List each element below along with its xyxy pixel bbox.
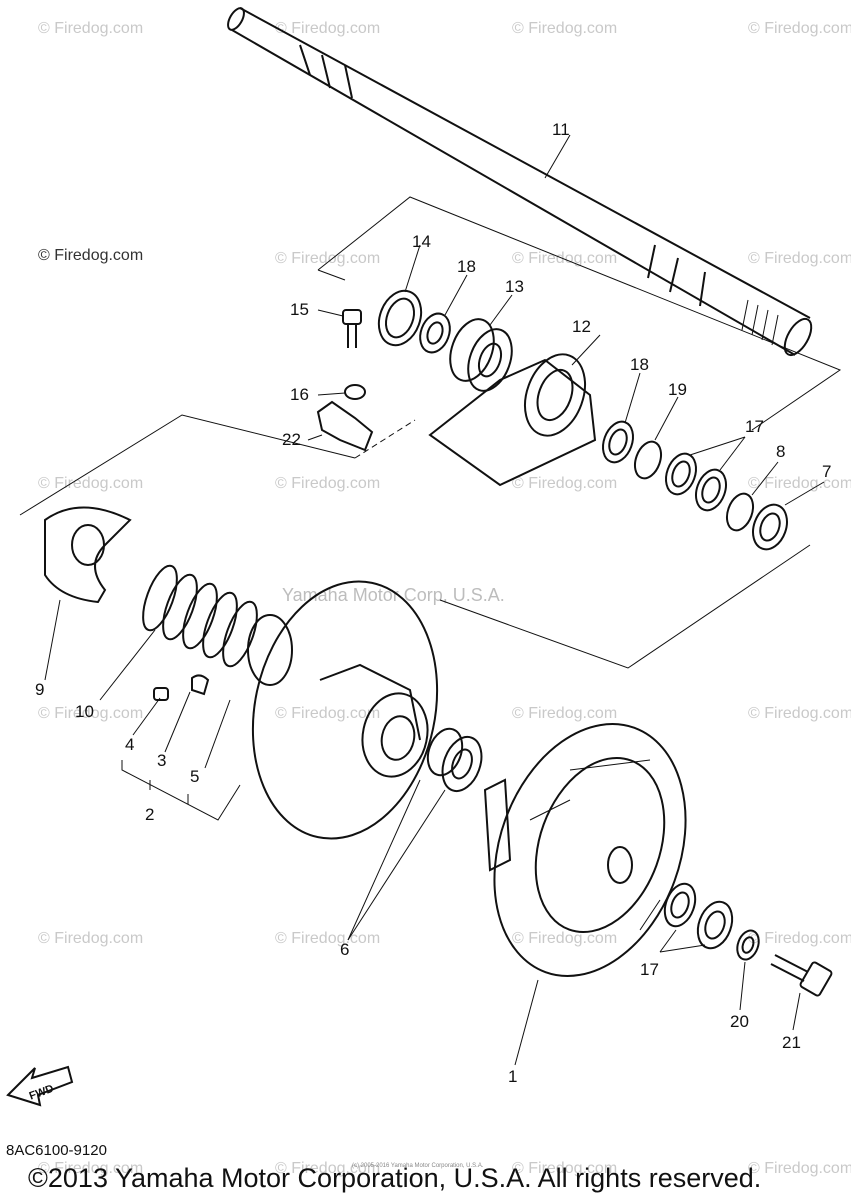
watermark: © Firedog.com <box>748 250 851 267</box>
part-label: 14 <box>412 232 431 251</box>
part-label: 22 <box>282 430 301 449</box>
part-label: 12 <box>572 317 591 336</box>
part-label: 5 <box>190 767 199 786</box>
watermark: © Firedog.com <box>512 475 618 492</box>
part-label: 20 <box>730 1012 749 1031</box>
part-label: 7 <box>822 462 831 481</box>
part-label: 21 <box>782 1033 801 1052</box>
fwd-arrow-icon <box>6 1065 74 1107</box>
watermark: © Firedog.com <box>275 475 381 492</box>
watermark: © Firedog.com <box>275 250 381 267</box>
tiny-copyright: (c) 2005-2016 Yamaha Motor Corporation, … <box>352 1163 484 1169</box>
cam-part-9 <box>44 506 132 604</box>
watermark: © Firedog.com <box>748 1160 851 1177</box>
part-label: 4 <box>125 735 134 754</box>
diagram-code: 8AC6100-9120 <box>6 1142 107 1159</box>
part-label: 16 <box>290 385 309 404</box>
watermark: © Firedog.com <box>512 250 618 267</box>
watermark: © Firedog.com <box>38 20 144 37</box>
circlip-part-14 <box>377 289 423 347</box>
copyright-small: © Firedog.com <box>38 247 144 264</box>
watermark: © Firedog.com <box>512 705 618 722</box>
part-label: 3 <box>157 751 166 770</box>
part-label: 10 <box>75 702 94 721</box>
part-label: 6 <box>340 940 349 959</box>
watermark: © Firedog.com <box>38 705 144 722</box>
part-label: 9 <box>35 680 44 699</box>
watermark: © Firedog.com <box>38 1160 144 1177</box>
part-label: 8 <box>776 442 785 461</box>
watermark: © Firedog.com <box>748 20 851 37</box>
part-label: 2 <box>145 805 154 824</box>
part-label: 18 <box>457 257 476 276</box>
fwd-label: FWD <box>28 1083 56 1103</box>
part-label: 17 <box>745 417 764 436</box>
part-label: 13 <box>505 277 524 296</box>
watermark: © Firedog.com <box>748 475 851 492</box>
watermark: © Firedog.com <box>38 930 144 947</box>
watermark: © Firedog.com <box>512 930 618 947</box>
fixed-sheave-part-1 <box>483 723 687 977</box>
spacer-part-6 <box>426 727 483 793</box>
watermark: © Firedog.com <box>748 705 851 722</box>
bolt-part-15 <box>342 309 362 348</box>
part-label: 11 <box>552 120 570 139</box>
part-label: 1 <box>508 1067 517 1086</box>
watermark: © Firedog.com <box>512 20 618 37</box>
part-label: 19 <box>668 380 687 399</box>
watermark: © Firedog.com <box>275 20 381 37</box>
yamaha-watermark: Yamaha Motor Corp, U.S.A. <box>282 585 505 605</box>
part-label: 15 <box>290 300 309 319</box>
bearing-part-13 <box>449 318 513 392</box>
movable-sheave <box>247 580 439 840</box>
part-label: 17 <box>640 960 659 979</box>
watermark: © Firedog.com <box>748 930 851 947</box>
watermark: © Firedog.com <box>275 705 381 722</box>
footer-copyright: ©2013 Yamaha Motor Corporation, U.S.A. A… <box>28 1163 762 1193</box>
watermark: © Firedog.com <box>275 1160 381 1177</box>
part-label: 18 <box>630 355 649 374</box>
spring-part-10 <box>142 564 258 668</box>
watermark: © Firedog.com <box>275 930 381 947</box>
bolt-part-21 <box>770 954 833 997</box>
watermark: © Firedog.com <box>512 1160 618 1177</box>
shaft-part-11 <box>227 7 813 357</box>
bearing-housing-part-12 <box>428 353 597 487</box>
